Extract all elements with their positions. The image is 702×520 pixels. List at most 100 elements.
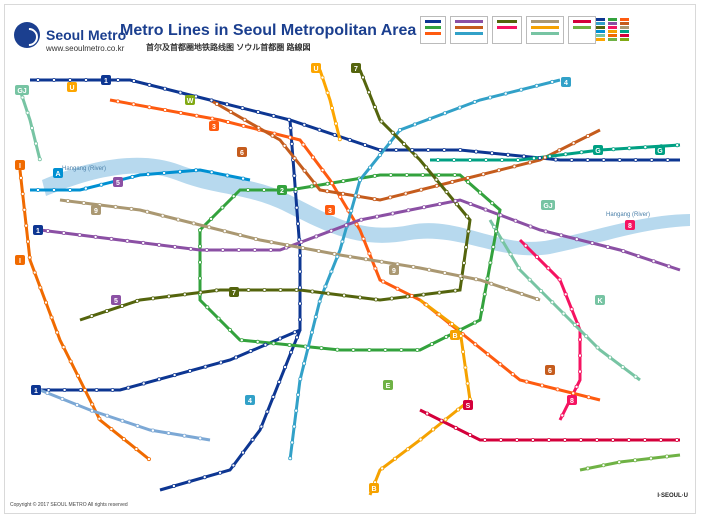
station-marker[interactable] <box>238 233 243 238</box>
station-marker[interactable] <box>94 387 99 392</box>
station-marker[interactable] <box>147 105 152 110</box>
station-marker[interactable] <box>150 428 155 433</box>
station-marker[interactable] <box>288 456 293 461</box>
station-marker[interactable] <box>594 437 599 442</box>
station-marker[interactable] <box>464 245 469 250</box>
line-badge-9[interactable]: 9 <box>389 265 399 275</box>
station-marker[interactable] <box>514 437 519 442</box>
station-marker[interactable] <box>550 300 555 305</box>
station-marker[interactable] <box>578 437 583 442</box>
station-marker[interactable] <box>329 228 334 233</box>
station-marker[interactable] <box>245 187 250 192</box>
station-marker[interactable] <box>531 156 536 161</box>
station-marker[interactable] <box>135 423 140 428</box>
station-marker[interactable] <box>25 239 30 244</box>
station-marker[interactable] <box>294 205 299 210</box>
station-marker[interactable] <box>302 168 307 173</box>
station-marker[interactable] <box>104 308 109 313</box>
station-marker[interactable] <box>666 264 671 269</box>
station-marker[interactable] <box>562 437 567 442</box>
station-marker[interactable] <box>93 234 98 239</box>
station-marker[interactable] <box>354 222 359 227</box>
station-marker[interactable] <box>162 86 167 91</box>
station-marker[interactable] <box>177 169 182 174</box>
station-marker[interactable] <box>437 202 442 207</box>
station-marker[interactable] <box>456 407 461 412</box>
station-marker[interactable] <box>572 322 577 327</box>
station-marker[interactable] <box>313 314 318 319</box>
station-marker[interactable] <box>68 78 73 83</box>
station-marker[interactable] <box>338 194 343 199</box>
station-marker[interactable] <box>325 90 330 95</box>
station-marker[interactable] <box>481 172 486 177</box>
station-marker[interactable] <box>563 292 568 297</box>
station-marker[interactable] <box>543 155 548 160</box>
station-marker[interactable] <box>131 102 136 107</box>
station-marker[interactable] <box>178 90 183 95</box>
station-marker[interactable] <box>463 365 468 370</box>
station-marker[interactable] <box>294 335 299 340</box>
station-marker[interactable] <box>601 157 606 162</box>
station-marker[interactable] <box>454 202 459 207</box>
station-marker[interactable] <box>516 157 521 162</box>
station-marker[interactable] <box>209 216 214 221</box>
station-marker[interactable] <box>617 157 622 162</box>
line-badge-k[interactable]: K <box>595 295 605 305</box>
station-marker[interactable] <box>110 387 115 392</box>
station-marker[interactable] <box>317 127 322 132</box>
station-marker[interactable] <box>329 181 334 186</box>
station-marker[interactable] <box>292 156 297 161</box>
station-marker[interactable] <box>489 281 494 286</box>
station-marker[interactable] <box>52 78 57 83</box>
station-marker[interactable] <box>25 110 30 115</box>
station-marker[interactable] <box>380 466 385 471</box>
station-marker[interactable] <box>560 413 565 418</box>
station-marker[interactable] <box>248 349 253 354</box>
station-marker[interactable] <box>534 83 539 88</box>
station-marker[interactable] <box>377 153 382 158</box>
station-marker[interactable] <box>216 316 221 321</box>
station-marker[interactable] <box>341 179 346 184</box>
station-marker[interactable] <box>293 186 298 191</box>
station-marker[interactable] <box>595 345 600 350</box>
station-marker[interactable] <box>97 416 102 421</box>
station-marker[interactable] <box>27 255 32 260</box>
station-marker[interactable] <box>197 244 202 249</box>
station-marker[interactable] <box>413 153 418 158</box>
station-marker[interactable] <box>530 437 535 442</box>
station-marker[interactable] <box>363 257 368 262</box>
station-marker[interactable] <box>351 347 356 352</box>
station-marker[interactable] <box>261 187 266 192</box>
station-marker[interactable] <box>320 168 325 173</box>
station-marker[interactable] <box>496 168 501 173</box>
station-marker[interactable] <box>409 293 414 298</box>
station-marker[interactable] <box>578 337 583 342</box>
station-marker[interactable] <box>483 207 488 212</box>
station-marker[interactable] <box>425 411 430 416</box>
line-badge-i[interactable]: I <box>15 255 25 265</box>
station-marker[interactable] <box>166 431 171 436</box>
station-marker[interactable] <box>49 315 54 320</box>
station-marker[interactable] <box>411 264 416 269</box>
station-marker[interactable] <box>546 266 551 271</box>
station-marker[interactable] <box>356 194 361 199</box>
line-badge-9[interactable]: 9 <box>91 205 101 215</box>
station-marker[interactable] <box>99 182 104 187</box>
station-marker[interactable] <box>141 240 146 245</box>
station-marker[interactable] <box>431 427 436 432</box>
station-marker[interactable] <box>527 277 532 282</box>
station-marker[interactable] <box>574 237 579 242</box>
line-badge-e[interactable]: E <box>383 380 393 390</box>
station-marker[interactable] <box>555 387 560 392</box>
station-marker[interactable] <box>519 87 524 92</box>
station-marker[interactable] <box>268 247 273 252</box>
station-marker[interactable] <box>294 287 299 292</box>
station-marker[interactable] <box>335 254 340 259</box>
station-marker[interactable] <box>621 249 626 254</box>
station-marker[interactable] <box>406 208 411 213</box>
station-marker[interactable] <box>452 172 457 177</box>
station-marker[interactable] <box>120 418 125 423</box>
line-badge-i[interactable]: I <box>15 160 25 170</box>
station-marker[interactable] <box>633 374 638 379</box>
station-marker[interactable] <box>620 365 625 370</box>
